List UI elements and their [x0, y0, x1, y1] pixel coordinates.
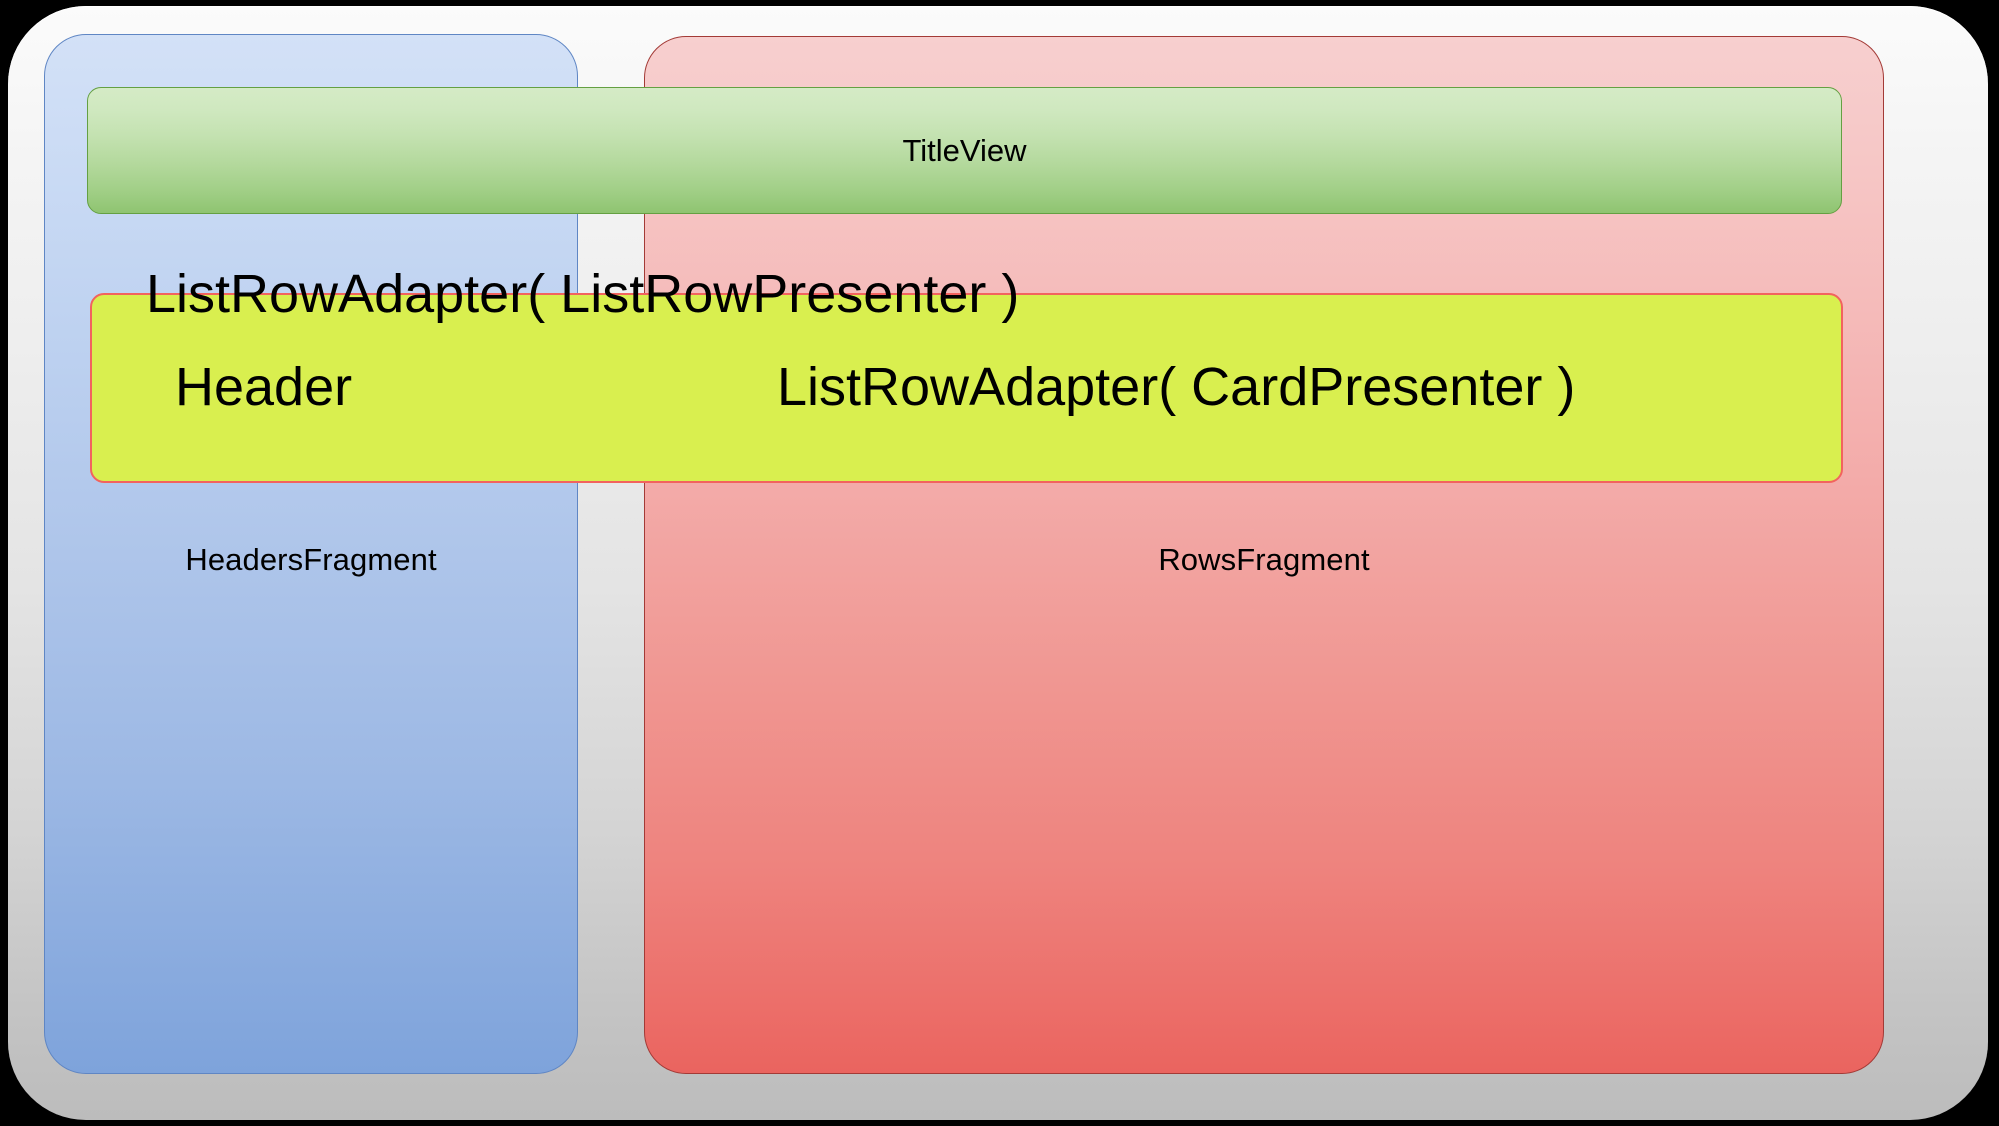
header-label: Header — [175, 357, 353, 417]
rows-fragment-label: RowsFragment — [1158, 542, 1370, 577]
title-view-label: TitleView — [902, 132, 1027, 168]
title-view-bar: TitleView — [87, 87, 1842, 214]
list-row-adapter-listrowpresenter-label: ListRowAdapter( ListRowPresenter ) — [146, 264, 1020, 324]
headers-fragment-label: HeadersFragment — [185, 542, 437, 577]
list-row-adapter-cardpresenter-label: ListRowAdapter( CardPresenter ) — [777, 357, 1576, 417]
list-row-adapter-box — [90, 293, 1843, 483]
